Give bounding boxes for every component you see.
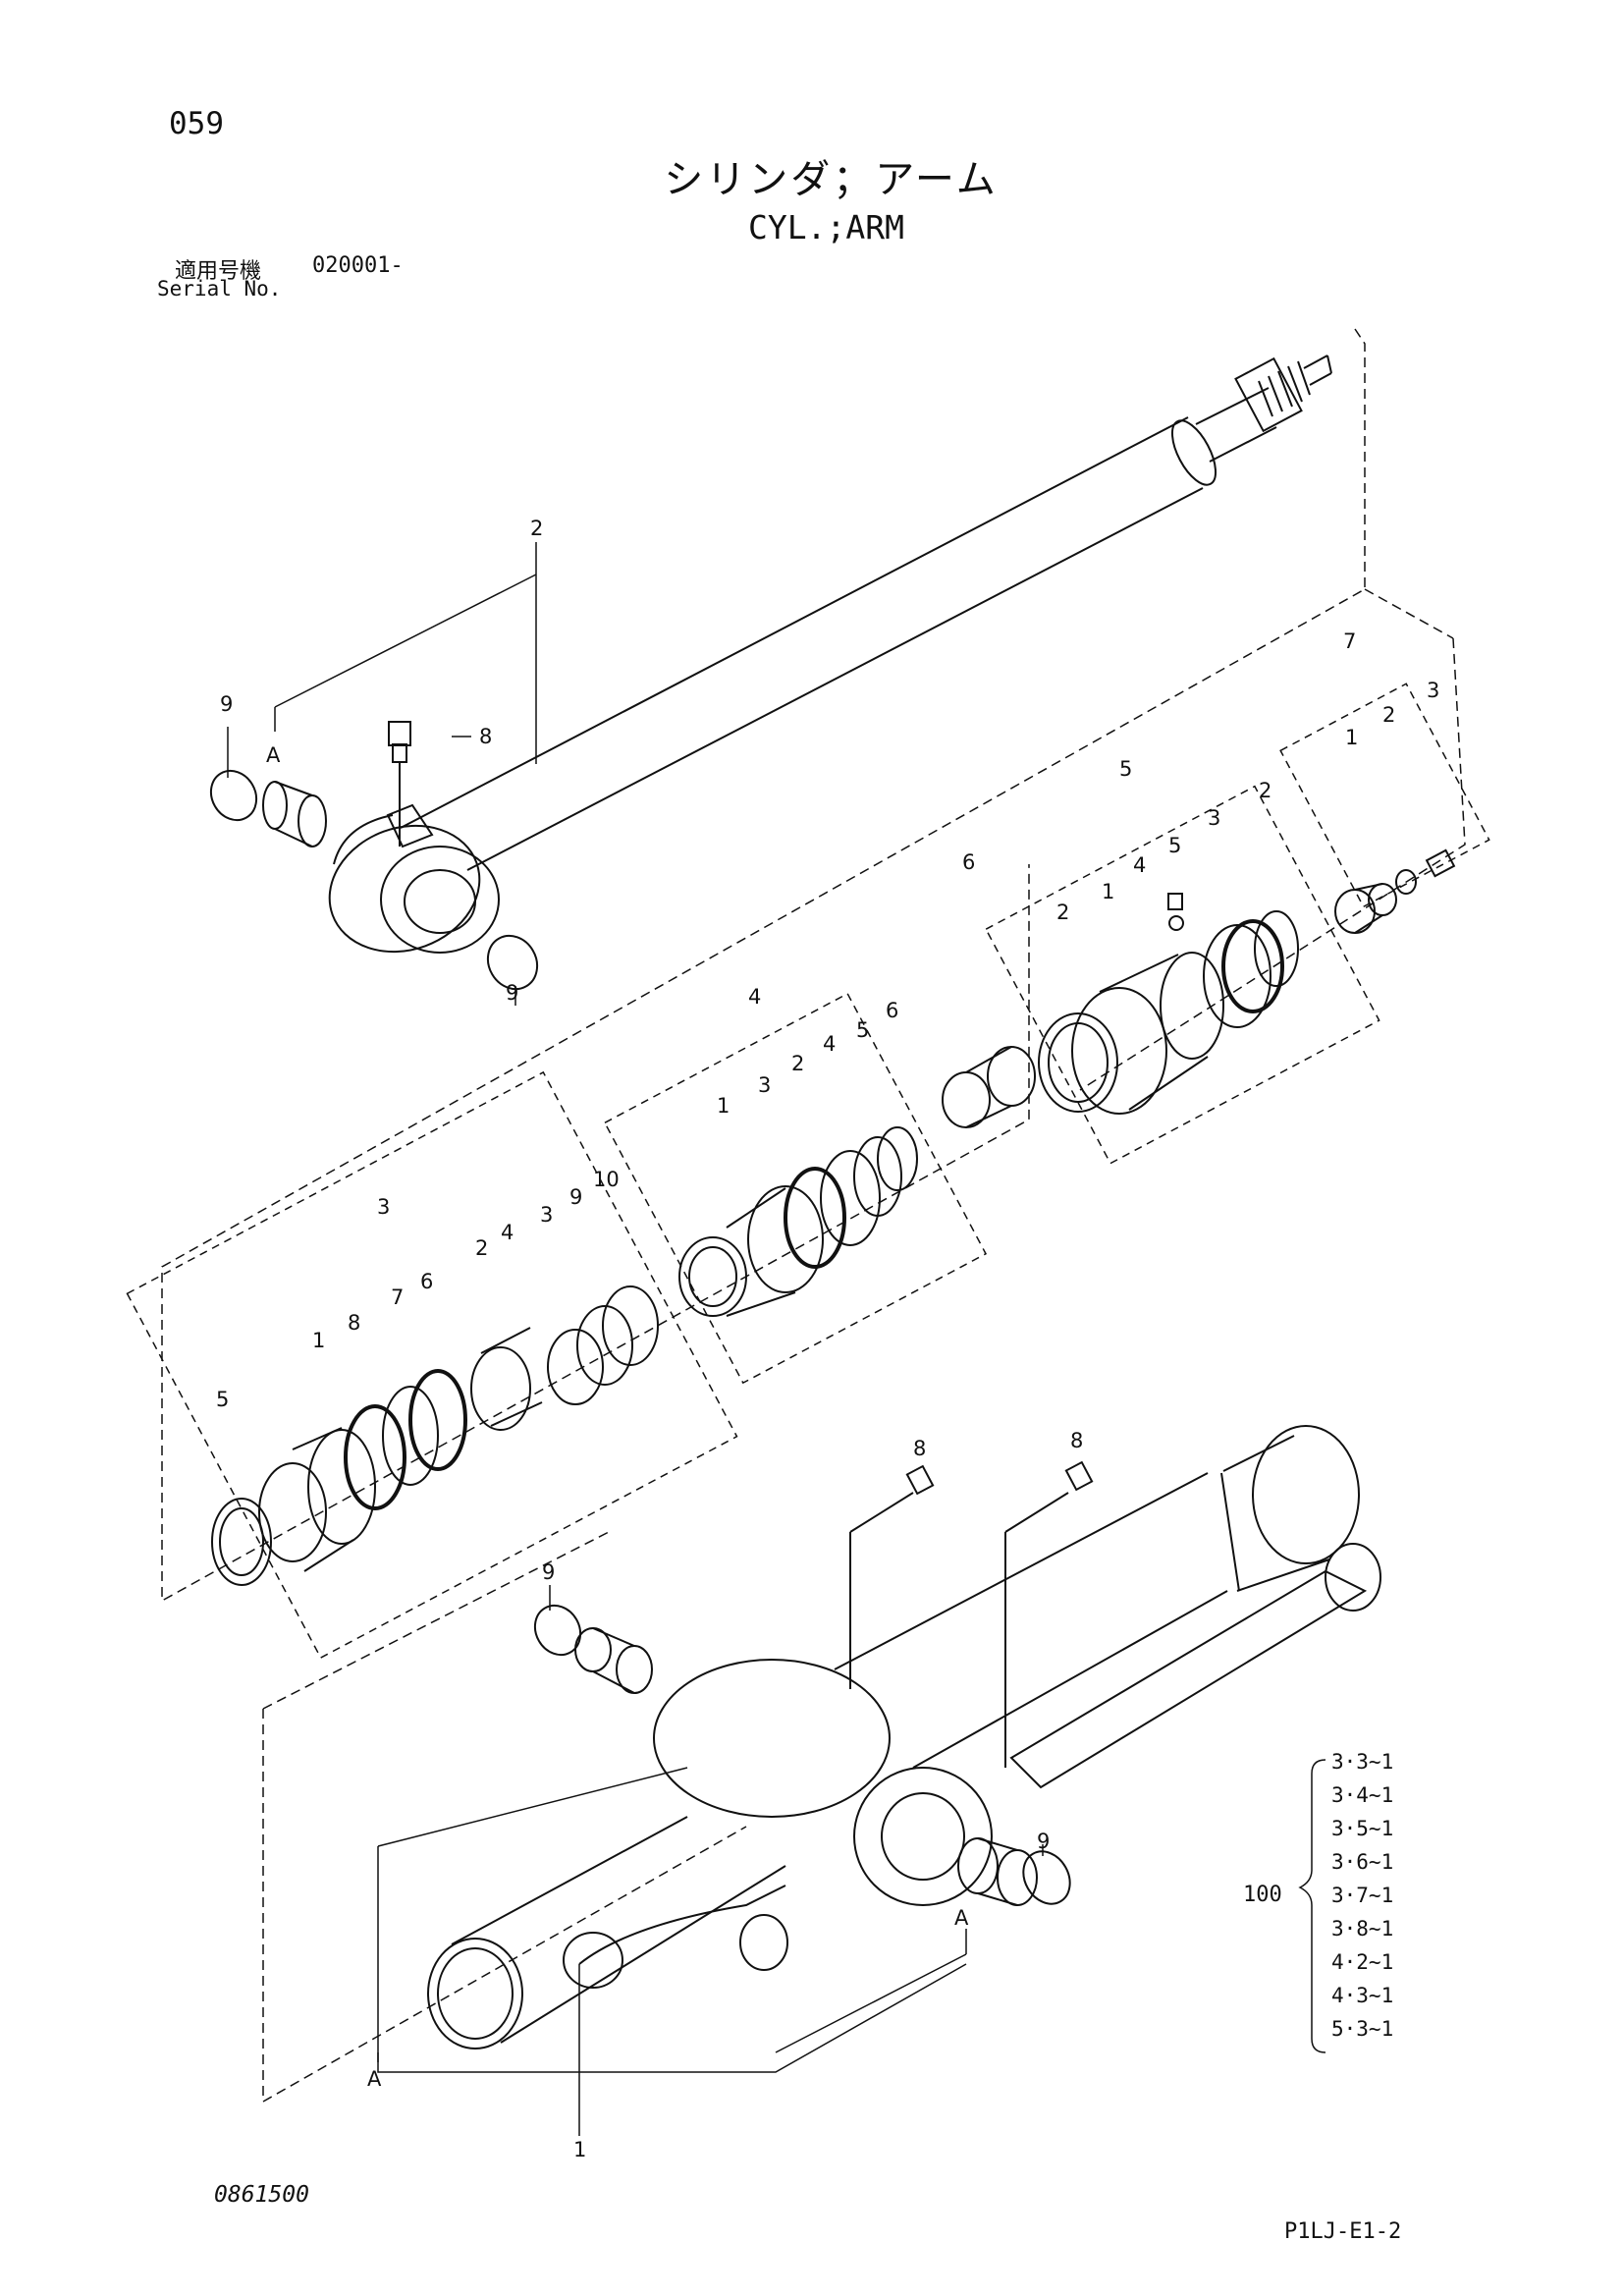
page-reference: P1LJ-E1-2 [1284, 2219, 1402, 2244]
callout-kit3-p3: 3 [540, 1203, 553, 1227]
rod-grease-fitting [388, 721, 411, 847]
callout-tube: 1 [573, 2138, 586, 2161]
seal-kit-item: 3·7~1 [1331, 1884, 1394, 1907]
serial-label-english: Serial No. [157, 277, 282, 301]
callout-kit3-p6: 6 [420, 1270, 433, 1293]
rod-wiper-ring-right [486, 934, 539, 991]
seal-kit-item: 3·4~1 [1331, 1783, 1394, 1807]
callout-rod-wiper-left: 9 [220, 692, 233, 716]
tube-grease-fitting-right [1004, 1460, 1094, 1768]
callout-kit4-p4: 4 [823, 1032, 836, 1056]
callout-kit3-p4: 4 [501, 1221, 514, 1244]
callout-kit5-p4: 4 [1133, 853, 1146, 877]
rod-wiper-ring-left [209, 769, 258, 822]
seal-kit-item: 4·3~1 [1331, 1984, 1394, 2007]
page-number: 059 [169, 106, 224, 141]
item-6-bushing [942, 1046, 1036, 1128]
callout-kit3-p9: 9 [569, 1185, 582, 1209]
rod-end-eye [328, 803, 500, 954]
seal-kit-item: 4·2~1 [1331, 1950, 1394, 1974]
callout-kit4-p2: 2 [791, 1052, 804, 1075]
callout-tube-wiper-left: 9 [542, 1560, 555, 1584]
callout-kit3-p1: 1 [312, 1329, 325, 1352]
seal-kit-item: 3·3~1 [1331, 1750, 1394, 1774]
callout-kit5-p5: 5 [1168, 834, 1181, 857]
callout-kit4-p3: 3 [758, 1073, 771, 1097]
callout-kit4: 4 [748, 985, 761, 1009]
callout-tube-grease-right: 8 [1070, 1429, 1083, 1452]
tube-dashed-outline [262, 1531, 747, 2104]
callout-rod: 2 [530, 517, 543, 540]
callout-kit5-p3: 3 [1208, 806, 1220, 830]
kit-3 [126, 1070, 738, 1660]
callout-kit7-p2: 2 [1382, 703, 1395, 727]
callout-rod-bushing: A [266, 743, 281, 767]
serial-label-japanese: 適用号機 [175, 259, 262, 284]
callout-kit7-p1: 1 [1345, 726, 1358, 749]
seal-kit-label: 100 [1243, 1883, 1282, 1907]
drawing-code: 0861500 [214, 2182, 309, 2208]
piston-rod [400, 355, 1332, 871]
kit-4 [603, 992, 988, 1385]
cylinder-tube [427, 1425, 1381, 2050]
title-english: CYL.;ARM [748, 208, 904, 246]
kit-5 [985, 785, 1380, 1165]
callout-kit4-p5: 5 [856, 1018, 869, 1042]
serial-number-value: 020001- [312, 253, 404, 278]
callout-kit5-p2: 2 [1056, 901, 1069, 924]
tube-wiper-ring-right [1022, 1850, 1071, 1905]
tube-bushing-right [957, 1837, 1038, 1906]
callout-rod-grease: 8 [479, 725, 492, 748]
tube-leaders [377, 1585, 1044, 2136]
seal-kit-item: 5·3~1 [1331, 2017, 1394, 2041]
assembly-dashed-lines [161, 328, 1466, 1603]
tube-grease-fitting-left [849, 1464, 935, 1689]
callout-kit5: 5 [1119, 757, 1132, 781]
callout-kit3-p10: 10 [593, 1168, 620, 1191]
callout-kit3-p7: 7 [391, 1285, 404, 1309]
callout-kit7: 7 [1343, 629, 1356, 653]
callout-kit4-p6: 6 [886, 999, 898, 1022]
kit-7 [1279, 683, 1490, 934]
callout-kit3-p2: 2 [475, 1236, 488, 1260]
callout-tube-bushing-left: A [367, 2067, 382, 2091]
callout-rod-wiper-right: 9 [506, 981, 518, 1005]
rod-leaders [227, 542, 537, 1006]
callout-tube-bushing-right: A [954, 1906, 969, 1930]
callout-tube-wiper-right: 9 [1037, 1830, 1050, 1853]
callout-kit7-p3: 3 [1427, 679, 1439, 702]
tube-bushing-left [574, 1627, 653, 1694]
callout-item6: 6 [962, 850, 975, 874]
tube-wiper-ring-left [533, 1604, 582, 1657]
callout-tube-grease-left: 8 [913, 1437, 926, 1460]
seal-kit-brace [1298, 1759, 1326, 2053]
callout-kit4-p1: 1 [717, 1094, 730, 1118]
seal-kit-item: 3·5~1 [1331, 1817, 1394, 1840]
seal-kit-item: 3·8~1 [1331, 1917, 1394, 1941]
callout-kit5-p1: 1 [1102, 880, 1114, 903]
title-japanese: シリンダ；アーム [664, 157, 999, 202]
rod-bushing [262, 781, 327, 847]
callout-kit3: 3 [377, 1195, 390, 1219]
callout-kit5-p2b: 2 [1259, 779, 1271, 802]
seal-kit-item: 3·6~1 [1331, 1850, 1394, 1874]
callout-kit3-p5: 5 [216, 1388, 229, 1411]
callout-kit3-p8: 8 [348, 1311, 360, 1335]
